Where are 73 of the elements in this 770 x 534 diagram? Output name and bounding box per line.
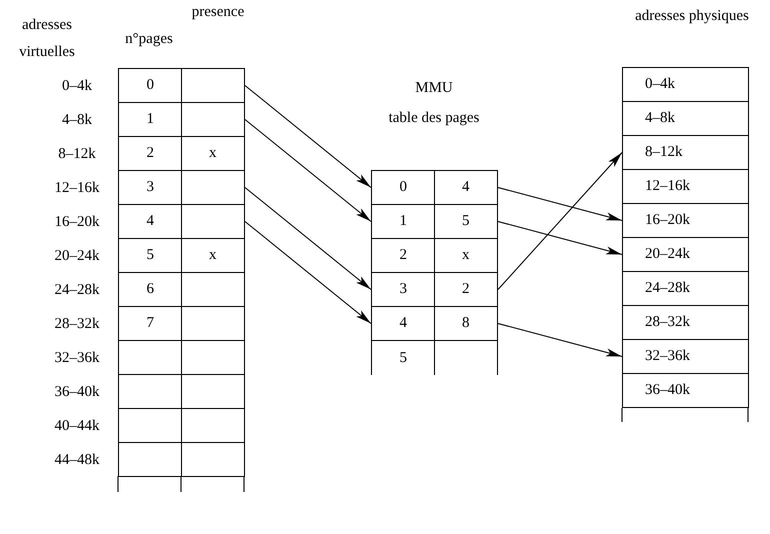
presence-mark: x [209, 248, 216, 263]
arrow [244, 119, 372, 222]
arrow [498, 187, 622, 221]
table-row [622, 237, 749, 272]
address-range: 4–8k [645, 111, 675, 126]
page-number: 3 [400, 282, 407, 297]
address-range: 36–40k [645, 383, 690, 398]
arrow [498, 152, 622, 290]
frame-number: 8 [462, 316, 470, 331]
frame-number: 4 [462, 180, 470, 195]
table-row [371, 340, 498, 375]
address-range: 8–12k [645, 145, 682, 160]
page-number: 5 [400, 350, 407, 366]
axis-heading: adresses physiques [634, 7, 750, 25]
arrow [244, 187, 372, 290]
page-number: 7 [146, 316, 154, 331]
address-range: 20–24k [54, 247, 100, 265]
page-number: 0 [400, 180, 407, 195]
column-heading: n°pages [124, 30, 174, 48]
page-number: 1 [146, 112, 154, 127]
page-number: 4 [146, 214, 154, 229]
page-number: 4 [400, 316, 407, 331]
page-number: 2 [400, 248, 407, 263]
address-range: 44–48k [54, 451, 100, 469]
table-title: MMU [414, 79, 454, 97]
table-row [622, 135, 749, 170]
table-row [371, 204, 498, 239]
table-row [622, 67, 749, 102]
address-range: 32–36k [54, 349, 100, 367]
page-number: 2 [146, 146, 154, 161]
address-range: 28–32k [645, 315, 690, 330]
table-row [622, 339, 749, 374]
table-row [622, 271, 749, 306]
address-range: 32–36k [645, 349, 690, 364]
address-range: 0–4k [61, 77, 93, 95]
page-number: 6 [146, 282, 154, 297]
frame-number: x [462, 248, 470, 263]
axis-heading: adresses virtuelles [18, 16, 76, 62]
arrow [244, 85, 372, 188]
page-number: 1 [400, 214, 407, 229]
address-range: 20–24k [645, 247, 690, 262]
table-row [622, 373, 749, 408]
address-range: 12–16k [645, 179, 690, 194]
address-range: 16–20k [54, 213, 100, 231]
address-range: 36–40k [54, 383, 100, 401]
column-heading: presence [190, 3, 246, 21]
arrow [244, 221, 372, 324]
table-row [622, 203, 749, 238]
table-row [622, 101, 749, 136]
table-row [371, 272, 498, 307]
table-row [622, 305, 749, 340]
table-row [371, 170, 498, 205]
table-row [622, 169, 749, 204]
address-range: 24–28k [645, 281, 690, 296]
page-number: 3 [146, 180, 154, 195]
address-range: 16–20k [645, 213, 690, 228]
frame-number: 5 [462, 214, 470, 229]
table-title: table des pages [388, 109, 480, 127]
table-row [371, 238, 498, 273]
address-range: 40–44k [54, 417, 100, 435]
address-range: 0–4k [645, 77, 675, 92]
address-range: 24–28k [54, 281, 100, 299]
presence-mark: x [209, 146, 216, 161]
page-number: 0 [146, 78, 154, 93]
arrow [498, 221, 622, 255]
address-range: 8–12k [57, 145, 97, 163]
frame-number: 2 [462, 282, 470, 297]
address-range: 12–16k [54, 179, 100, 197]
address-range: 4–8k [61, 111, 93, 129]
arrow [498, 323, 622, 357]
address-range: 28–32k [54, 315, 100, 333]
page-number: 5 [146, 248, 154, 263]
table-row [371, 306, 498, 341]
